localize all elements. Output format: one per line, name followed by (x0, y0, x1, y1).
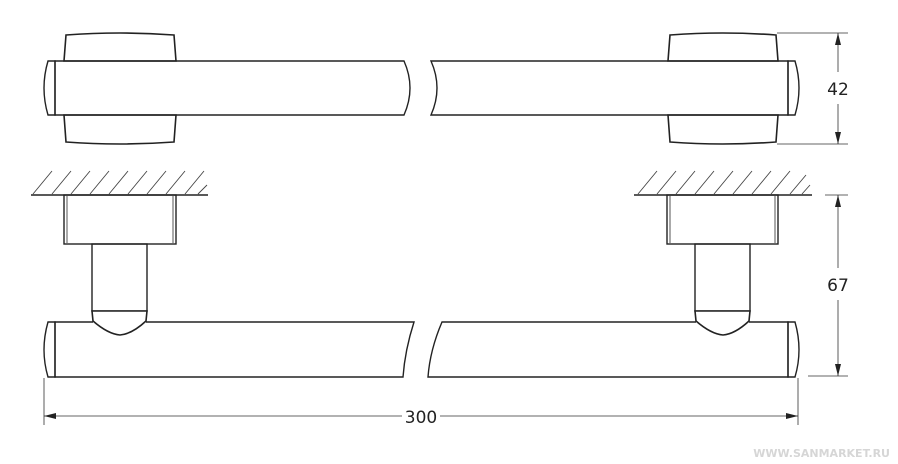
right-bracket-top (667, 32, 779, 62)
left-bracket-top (63, 32, 177, 62)
left-bracket-bottom (63, 114, 177, 145)
right-post (694, 243, 751, 312)
side-right-end-cap (787, 321, 800, 378)
side-left-end-cap (43, 321, 56, 378)
top-left-end-cap (43, 60, 56, 116)
right-bracket-bottom (667, 114, 779, 145)
dimension-label-67: 67 (827, 276, 849, 296)
top-bar-left (54, 60, 411, 116)
left-flange (63, 194, 177, 245)
dimension-label-300: 300 (405, 408, 437, 428)
side-view (31, 170, 812, 378)
wall-hatch-left (31, 170, 208, 196)
top-right-end-cap (787, 60, 800, 116)
dimension-67 (808, 194, 848, 377)
left-post-cap (91, 310, 148, 336)
side-bar-left (54, 321, 415, 378)
watermark: WWW.SANMARKET.RU (753, 447, 890, 460)
top-view (43, 32, 800, 145)
right-post-cap (694, 310, 751, 336)
dimension-42 (777, 32, 848, 145)
wall-hatch-right (634, 170, 812, 196)
side-bar-right (427, 321, 789, 378)
top-bar-right (429, 60, 789, 116)
dimension-300 (43, 378, 799, 425)
dimension-label-42: 42 (827, 80, 849, 100)
right-flange (666, 194, 779, 245)
left-post (91, 243, 148, 312)
